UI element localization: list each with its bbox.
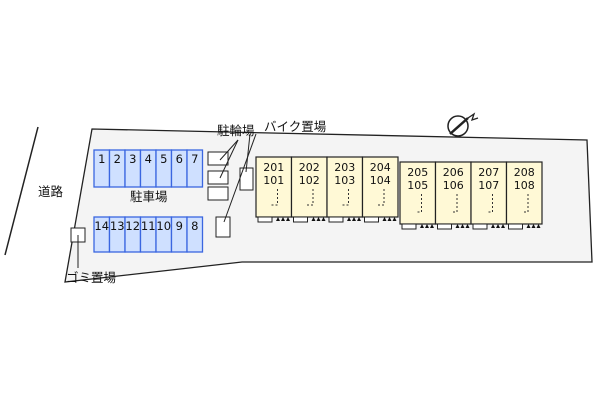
unit-block (290, 156, 328, 218)
entrance-marker-icon (387, 217, 392, 221)
unit-block (434, 161, 472, 225)
entrance-marker-icon (286, 217, 290, 221)
parking-label: 駐車場 (130, 189, 168, 204)
door-dashed-line (451, 194, 458, 213)
parking-stall-number: 5 (160, 152, 167, 166)
entrance-marker-icon (501, 224, 505, 228)
road-edge-line (4, 126, 39, 256)
door-dashed-line (522, 194, 529, 213)
unit-number-upper: 203 (334, 161, 355, 174)
door-dashed-line (271, 189, 278, 206)
bike-parking-box-2 (215, 216, 231, 238)
bike-leader-line-1 (245, 133, 251, 173)
bicycle-parking-label: 駐輪場 (217, 123, 255, 138)
parking-top-stall (186, 149, 204, 188)
entrance-step (401, 223, 417, 230)
apartment-building: 2011012021022031032041042051052061062071… (255, 156, 543, 230)
entrance-marker-icon (276, 217, 280, 221)
entrance-marker-icon (311, 217, 316, 221)
unit-block (361, 156, 399, 218)
parking-stall-number: 6 (176, 152, 183, 166)
parking-bottom-stall (186, 216, 204, 253)
unit-number-lower: 101 (263, 174, 284, 187)
bicycle-parking-box-1 (207, 151, 229, 166)
parking-stall-number: 9 (176, 219, 183, 233)
entrance-marker-icon (536, 224, 541, 228)
entrance-step (328, 216, 344, 223)
bicycle-parking-box-3 (207, 186, 229, 201)
unit-block (326, 156, 364, 218)
unit-number-upper: 205 (407, 166, 428, 179)
door-dashed-line (486, 194, 493, 213)
entrance-marker-icon (392, 217, 397, 221)
entrance-marker-icon (352, 217, 356, 221)
unit-number-lower: 103 (334, 174, 355, 187)
entrance-marker-icon (281, 217, 285, 221)
parking-stall-number: 10 (156, 219, 171, 233)
entrance-step (364, 216, 379, 223)
unit-number-upper: 207 (478, 166, 499, 179)
parking-stall-number: 14 (94, 219, 109, 233)
entrance-marker-icon (526, 224, 531, 228)
entrance-step (508, 223, 523, 230)
unit-number-upper: 201 (263, 161, 284, 174)
garbage-label: ゴミ置場 (66, 270, 116, 285)
parking-stall-number: 4 (145, 152, 152, 166)
parking-stall-number: 13 (110, 219, 125, 233)
unit-block (505, 161, 543, 225)
bicycle-leader-line-2 (219, 139, 239, 179)
entrance-marker-icon (430, 224, 434, 228)
unit-number-lower: 105 (407, 179, 428, 192)
unit-number-upper: 206 (443, 166, 464, 179)
unit-number-lower: 102 (299, 174, 320, 187)
entrance-marker-icon (420, 224, 424, 228)
north-arrow-icon (447, 112, 479, 137)
door-dashed-line (307, 189, 314, 206)
entrance-step (472, 223, 488, 230)
bicycle-leader-line-1 (219, 139, 239, 161)
unit-number-lower: 107 (478, 179, 499, 192)
unit-number-lower: 104 (370, 174, 391, 187)
entrance-marker-icon (357, 217, 361, 221)
road-label: 道路 (38, 184, 64, 199)
door-dashed-line (415, 194, 422, 213)
parking-stall-number: 2 (114, 152, 121, 166)
entrance-marker-icon (455, 224, 460, 228)
unit-number-upper: 202 (299, 161, 320, 174)
unit-number-lower: 106 (443, 179, 464, 192)
entrance-marker-icon (460, 224, 465, 228)
parking-stall-number: 8 (191, 219, 198, 233)
entrance-marker-icon (321, 217, 326, 221)
door-dashed-line (378, 189, 385, 206)
entrance-marker-icon (316, 217, 321, 221)
unit-block (255, 156, 293, 218)
entrance-marker-icon (491, 224, 495, 228)
bike-leader-line-2 (223, 133, 257, 223)
door-dashed-line (342, 189, 349, 206)
entrance-step (437, 223, 452, 230)
entrance-marker-icon (465, 224, 470, 228)
parking-stall-number: 7 (191, 152, 198, 166)
bike-parking-label: バイク置場 (264, 119, 326, 134)
entrance-marker-icon (496, 224, 500, 228)
entrance-step (293, 216, 308, 223)
parking-stall-number: 12 (125, 219, 140, 233)
parking-stall-number: 3 (129, 152, 136, 166)
entrance-marker-icon (531, 224, 536, 228)
unit-number-lower: 108 (514, 179, 535, 192)
parking-stall-number: 1 (98, 152, 105, 166)
entrance-marker-icon (425, 224, 429, 228)
parking-stall-number: 11 (141, 219, 156, 233)
unit-number-upper: 208 (514, 166, 535, 179)
entrance-marker-icon (347, 217, 351, 221)
unit-number-upper: 204 (370, 161, 391, 174)
entrance-marker-icon (382, 217, 387, 221)
bicycle-parking-box-2 (207, 170, 229, 185)
entrance-step (257, 216, 273, 223)
